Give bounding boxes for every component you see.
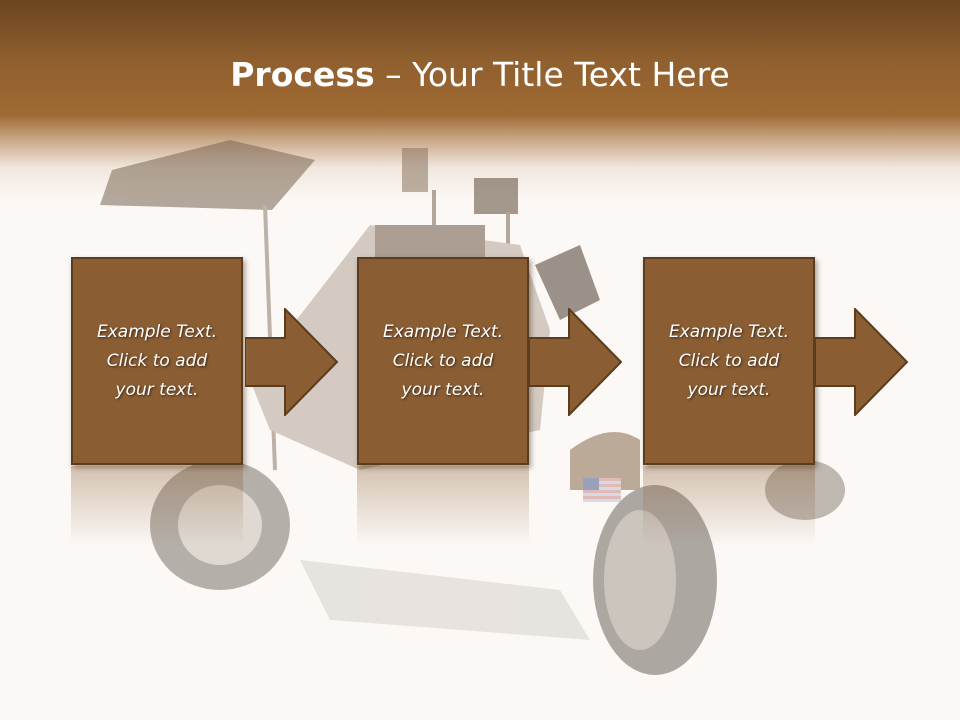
step-box-2[interactable]: Example Text. Click to add your text.	[357, 257, 529, 465]
step-box-2-reflection	[357, 466, 529, 546]
step-box-1[interactable]: Example Text. Click to add your text.	[71, 257, 243, 465]
step-1-line-3: your text.	[115, 379, 199, 400]
right-arrow-icon	[815, 308, 909, 416]
slide-title[interactable]: Process – Your Title Text Here	[0, 52, 960, 98]
right-arrow-icon	[245, 308, 339, 416]
step-1-line-1: Example Text.	[96, 321, 218, 342]
title-rest: – Your Title Text Here	[374, 55, 730, 94]
step-3-line-2: Click to add	[678, 350, 780, 371]
title-bold: Process	[230, 55, 375, 94]
step-1-line-2: Click to add	[106, 350, 208, 371]
step-text-2: Example Text. Click to add your text.	[368, 318, 518, 405]
step-3-line-1: Example Text.	[668, 321, 790, 342]
step-box-1-reflection	[71, 466, 243, 546]
step-2-line-2: Click to add	[392, 350, 494, 371]
step-2-line-3: your text.	[401, 379, 485, 400]
right-arrow-icon	[529, 308, 623, 416]
step-text-3: Example Text. Click to add your text.	[654, 318, 804, 405]
step-3-line-3: your text.	[687, 379, 771, 400]
step-text-1: Example Text. Click to add your text.	[82, 318, 232, 405]
step-box-3-reflection	[643, 466, 815, 546]
step-2-line-1: Example Text.	[382, 321, 504, 342]
step-box-3[interactable]: Example Text. Click to add your text.	[643, 257, 815, 465]
